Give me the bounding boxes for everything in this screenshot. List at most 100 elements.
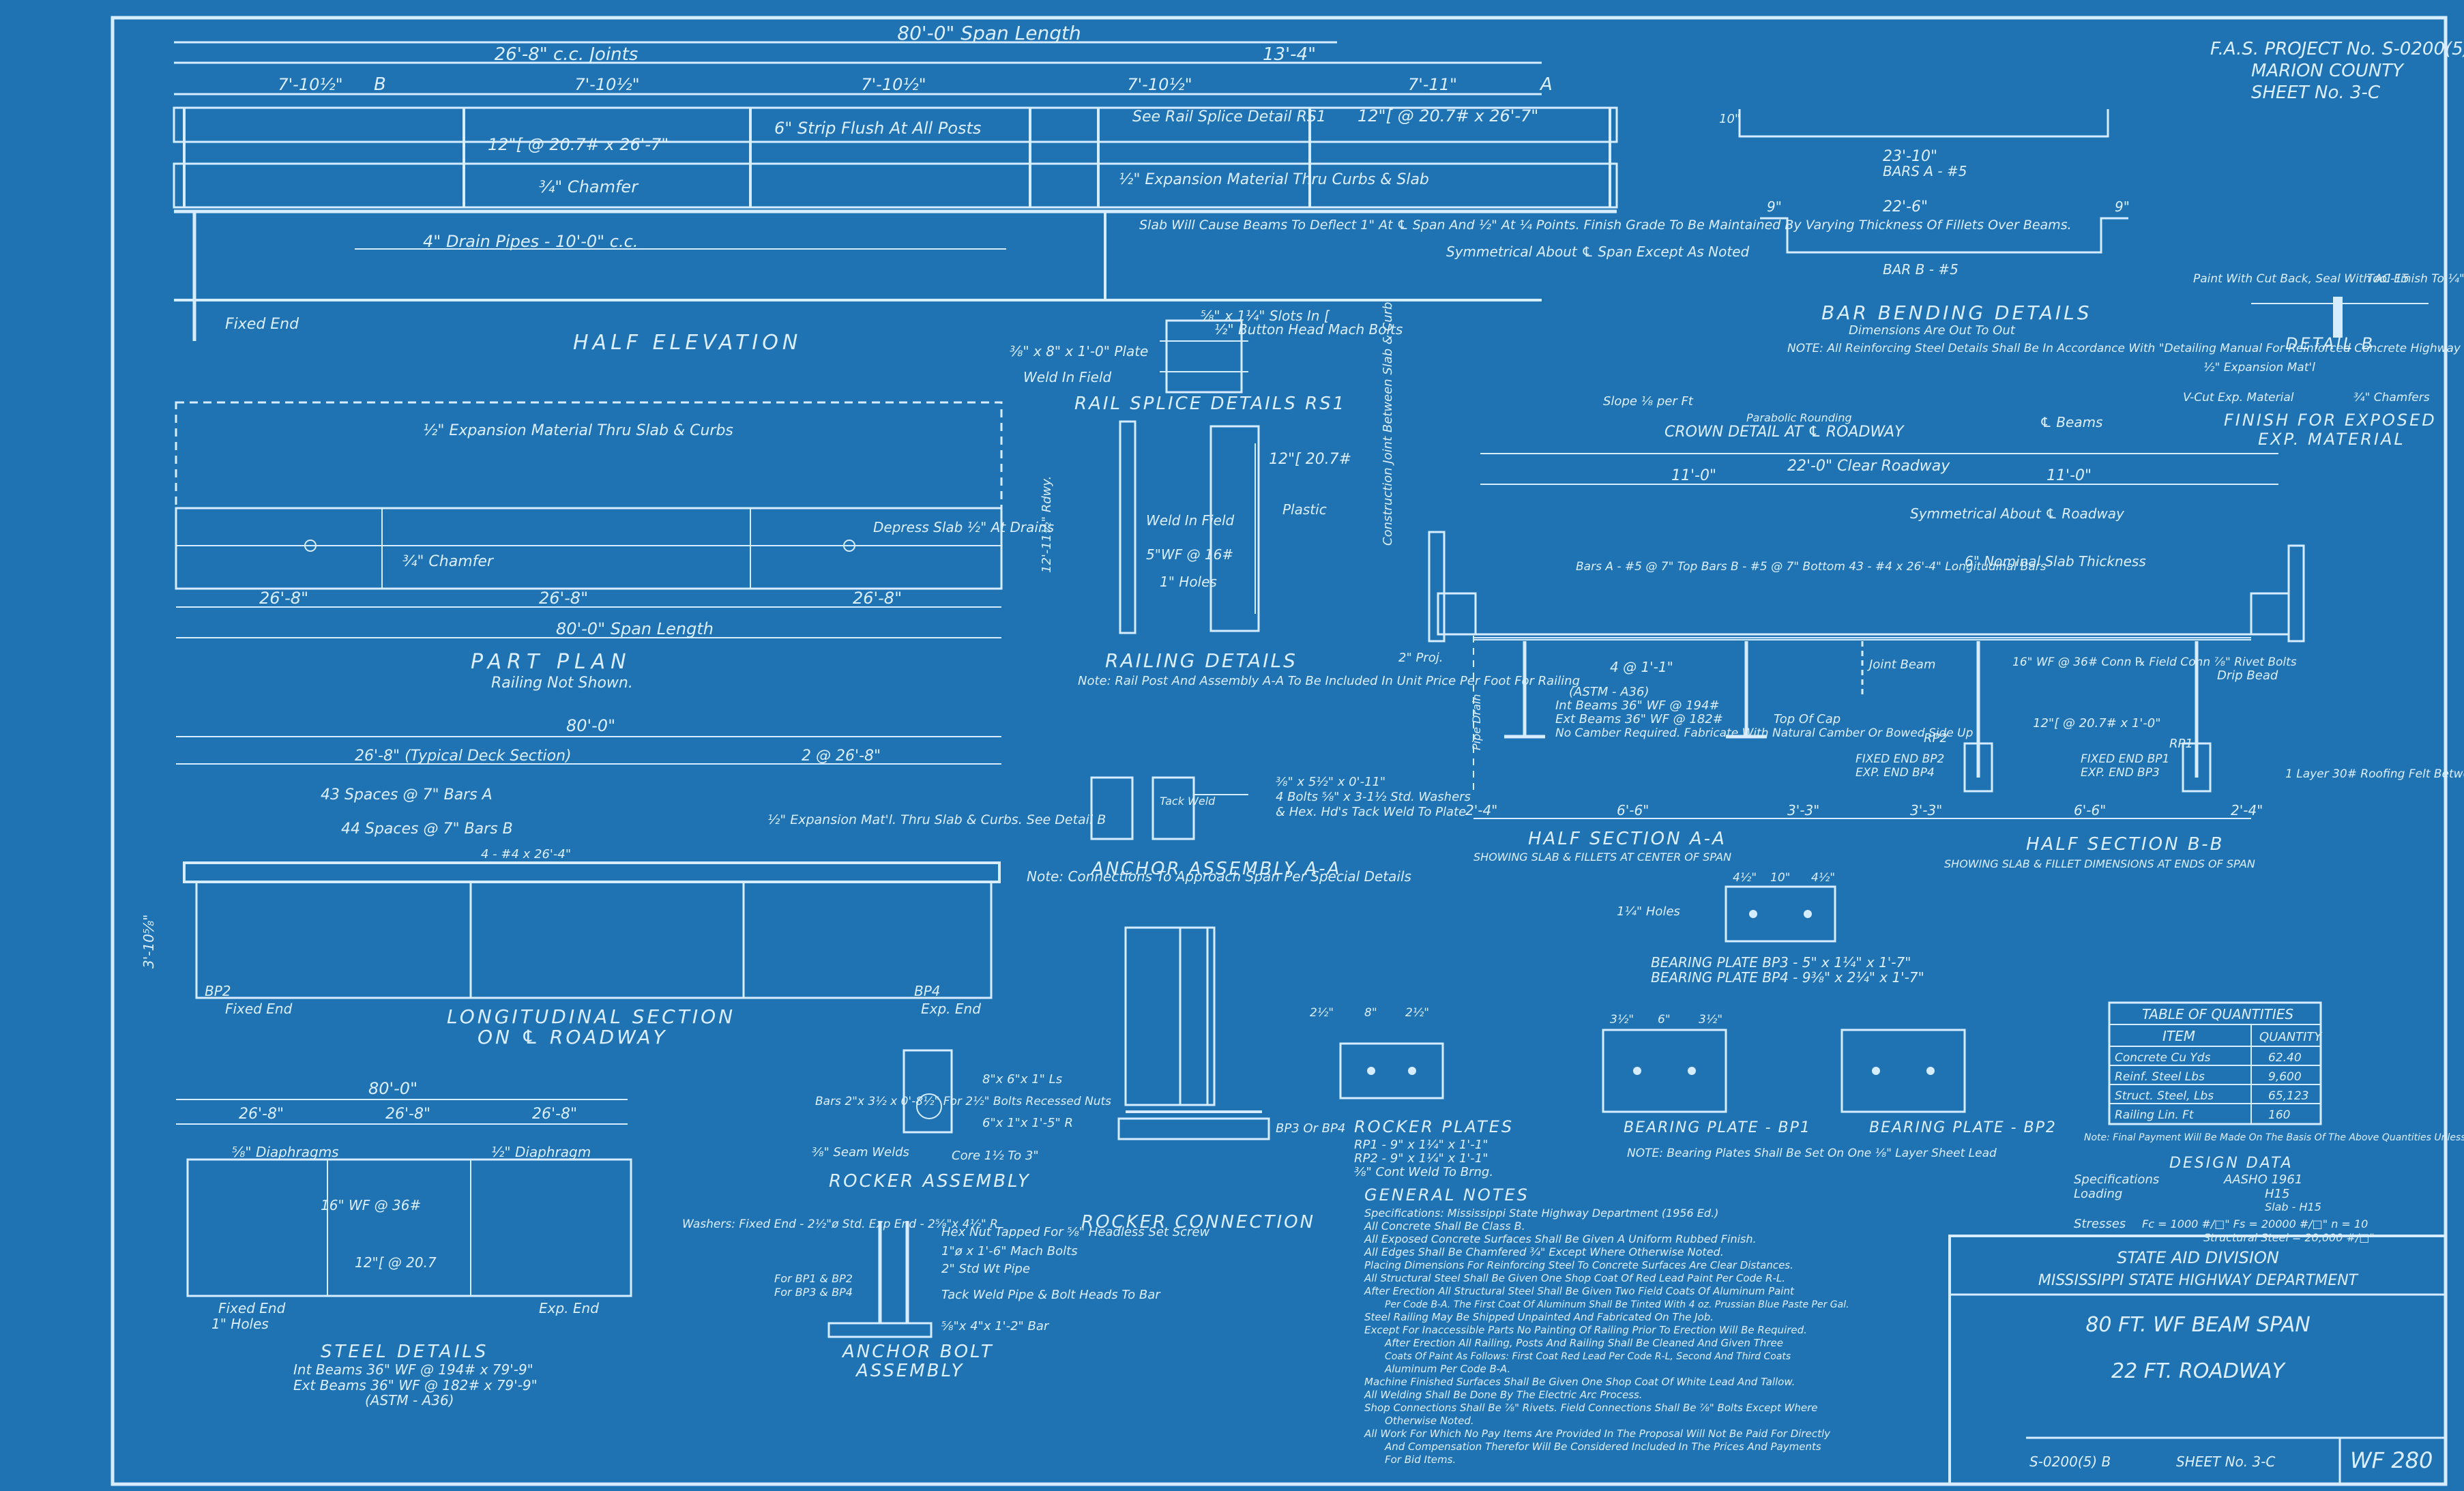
plan-span-label: 80'-0" Span Length bbox=[556, 619, 714, 638]
half-section-a-title: HALF SECTION A-A bbox=[1528, 829, 1727, 849]
anchor-bolt-bolts: 1"ø x 1'-6" Mach Bolts bbox=[941, 1244, 1078, 1258]
bp-dim: 4½" bbox=[1811, 871, 1835, 885]
design-title: DESIGN DATA bbox=[2169, 1155, 2293, 1172]
right-half-dim: 11'-0" bbox=[2047, 467, 2092, 484]
bp-dim: 4½" bbox=[1733, 871, 1757, 885]
cs-dim: 2'-4" bbox=[2231, 802, 2263, 818]
bar-a-label: BARS A - #5 bbox=[1883, 163, 1967, 179]
long-fixed: Fixed End bbox=[225, 1001, 293, 1017]
bar-b-right: 9" bbox=[2115, 198, 2130, 215]
bearing-plates: 1¼" Holes 4½" 10" 4½" BEARING PLATE BP3 … bbox=[1310, 871, 2055, 1179]
railing-weld-note: Weld In Field bbox=[1146, 512, 1235, 529]
bar-a-hook: 10" bbox=[1719, 112, 1740, 126]
notes-line: All Edges Shall Be Chamfered ¾" Except W… bbox=[1364, 1245, 1724, 1258]
qty-title: TABLE OF QUANTITIES bbox=[2142, 1006, 2293, 1022]
detail-b-finish-2: EXP. MATERIAL bbox=[2258, 430, 2405, 449]
design-stresses-label: Stresses bbox=[2074, 1217, 2126, 1231]
half-section-a-sub: SHOWING SLAB & FILLETS AT CENTER OF SPAN bbox=[1473, 851, 1731, 863]
title-project: S-0200(5) B bbox=[2029, 1453, 2111, 1470]
qty-value: 62.40 bbox=[2268, 1051, 2302, 1065]
plan-spacing: 26'-8" bbox=[539, 589, 588, 608]
left-half-dim: 11'-0" bbox=[1671, 467, 1716, 484]
bp-note: NOTE: Bearing Plates Shall Be Set On One… bbox=[1627, 1147, 1997, 1160]
cs-int-beams: Int Beams 36" WF @ 194# bbox=[1555, 698, 1720, 713]
bar-a-dim: 23'-10" bbox=[1883, 148, 1937, 165]
cs-symmetrical: Symmetrical About ℄ Roadway bbox=[1910, 505, 2125, 522]
anchor-bolts-note: 4 Bolts ⅝" x 3-1½ Std. Washers bbox=[1276, 790, 1471, 804]
bar-bending-title: BAR BENDING DETAILS bbox=[1821, 301, 2092, 324]
steel-spacing: 26'-8" bbox=[239, 1106, 284, 1123]
steel-diaphragm-2: ½" Diaphragm bbox=[491, 1144, 591, 1160]
anchor-assembly: ⅜" x 5½" x 0'-11" 4 Bolts ⅝" x 3-1½ Std.… bbox=[1090, 775, 1471, 879]
notes-line: Otherwise Noted. bbox=[1385, 1415, 1474, 1427]
detail-b-paint: Paint With Cut Back, Seal With AC-15 bbox=[2193, 272, 2409, 286]
anchor-bolt-bp-fixed: For BP1 & BP2 bbox=[774, 1272, 853, 1285]
cs-top-cap: Top Of Cap bbox=[1774, 712, 1840, 726]
half-elevation-title: HALF ELEVATION bbox=[573, 331, 802, 355]
anchor-bolt-pipe: 2" Std Wt Pipe bbox=[941, 1262, 1030, 1276]
steel-spacing: 26'-8" bbox=[385, 1106, 430, 1123]
detail-b-exp: ½" Expansion Mat'l bbox=[2203, 361, 2315, 374]
plan-spacing: 26'-8" bbox=[259, 589, 308, 608]
design-structural: Structural Steel = 20,000 #/□" bbox=[2203, 1231, 2375, 1244]
rocker-plate-note: 6"x 1"x 1'-5" R bbox=[982, 1116, 1073, 1130]
anchor-bolt-nut: Hex Nut Tapped For ⅝" Headless Set Screw bbox=[941, 1225, 1209, 1239]
rocker-angle-note: 8"x 6"x 1" Ls bbox=[982, 1072, 1062, 1087]
rocker-weld: ⅜" Cont Weld To Brng. bbox=[1354, 1165, 1493, 1179]
crown-label: CROWN DETAIL AT ℄ ROADWAY bbox=[1664, 424, 1905, 441]
title-department: MISSISSIPPI STATE HIGHWAY DEPARTMENT bbox=[2038, 1272, 2359, 1289]
qty-value: 65,123 bbox=[2268, 1089, 2308, 1103]
notes-line: Aluminum Per Code B-A. bbox=[1384, 1363, 1510, 1375]
anchor-nuts-note: & Hex. Hd's Tack Weld To Plate bbox=[1276, 805, 1466, 819]
bar-b-left: 9" bbox=[1767, 198, 1782, 215]
project-sheet: SHEET No. 3-C bbox=[2251, 83, 2381, 103]
longitudinal-section: 80'-0" 26'-8" (Typical Deck Section) 2 @… bbox=[141, 716, 1411, 1048]
long-bars-c: 4 - #4 x 26'-4" bbox=[481, 847, 571, 861]
cs-fixed-left: FIXED END BP2 bbox=[1856, 752, 1944, 766]
cs-rp1: RP1 bbox=[2169, 737, 2193, 751]
notes-line: All Work For Which No Pay Items Are Prov… bbox=[1364, 1428, 1831, 1440]
title-roadway: 22 FT. ROADWAY bbox=[2111, 1359, 2287, 1383]
cs-exp-right: EXP. END BP3 bbox=[2081, 766, 2160, 780]
qty-item: Railing Lin. Ft bbox=[2115, 1108, 2195, 1122]
rocker-rp2: RP2 - 9" x 1¼" x 1'-1" bbox=[1354, 1151, 1488, 1166]
long-bars-b: 44 Spaces @ 7" Bars B bbox=[341, 821, 513, 838]
top-rail bbox=[173, 106, 1618, 143]
bolts-note: ½" Button Head Mach Bolts bbox=[1214, 321, 1403, 338]
anchor-bolt-title-1: ANCHOR BOLT bbox=[841, 1342, 994, 1362]
long-exp-note: ½" Expansion Mat'l. Thru Slab & Curbs. S… bbox=[767, 812, 1106, 827]
cs-joint-beam: Joint Beam bbox=[1867, 658, 1936, 672]
post-spacing: 7'-11" bbox=[1408, 75, 1457, 94]
rail-note: 12"[ @ 20.7# x 26'-7" bbox=[488, 135, 669, 154]
long-typical-label: 26'-8" (Typical Deck Section) bbox=[355, 748, 572, 765]
steel-details: 80'-0" 26'-8" 26'-8" 26'-8" ⅝" Diaphragm… bbox=[176, 1079, 632, 1408]
design-loading-label: Loading bbox=[2074, 1187, 2122, 1201]
notes-line: Machine Finished Surfaces Shall Be Given… bbox=[1364, 1376, 1795, 1388]
steel-wf: 16" WF @ 36# bbox=[321, 1197, 421, 1213]
qty-item: Struct. Steel, Lbs bbox=[2115, 1089, 2214, 1103]
rail-posts bbox=[183, 108, 1611, 207]
notes-title: GENERAL NOTES bbox=[1364, 1185, 1529, 1205]
notes-line: All Exposed Concrete Surfaces Shall Be G… bbox=[1364, 1232, 1757, 1245]
cs-exp-left: EXP. END BP4 bbox=[1856, 766, 1935, 780]
detail-b-finish-1: FINISH FOR EXPOSED bbox=[2224, 411, 2437, 430]
bar-b-shape bbox=[1760, 217, 2128, 254]
section-marker-a: A bbox=[1539, 74, 1553, 95]
bar-bending-note: NOTE: All Reinforcing Steel Details Shal… bbox=[1787, 342, 2464, 355]
steel-diaphragm: ⅝" Diaphragms bbox=[232, 1144, 339, 1160]
design-specs-label: Specifications bbox=[2074, 1172, 2159, 1187]
qty-item: Reinf. Steel Lbs bbox=[2115, 1070, 2205, 1084]
steel-fixed: Fixed End bbox=[218, 1300, 286, 1316]
cross-section: Slope ⅛ per Ft CROWN DETAIL AT ℄ ROADWAY… bbox=[1381, 302, 2464, 871]
steel-ext: Ext Beams 36" WF @ 182# x 79'-9" bbox=[293, 1377, 538, 1393]
parabolic-label: Parabolic Rounding bbox=[1746, 411, 1852, 424]
railing-details: 12"[ 20.7# Weld In Field Plastic 5"WF @ … bbox=[1078, 420, 1580, 688]
bar-a-shape bbox=[1738, 109, 2109, 138]
notes-line: Placing Dimensions For Reinforcing Steel… bbox=[1364, 1259, 1793, 1271]
notes-line: All Welding Shall Be Done By The Electri… bbox=[1364, 1389, 1643, 1401]
long-conn-note: Note: Connections To Approach Span Per S… bbox=[1027, 868, 1411, 885]
long-title-1: LONGITUDINAL SECTION bbox=[447, 1005, 735, 1028]
general-notes: GENERAL NOTES Specifications: Mississipp… bbox=[1364, 1185, 1849, 1466]
railing-channel-note: 12"[ 20.7# bbox=[1269, 451, 1351, 468]
